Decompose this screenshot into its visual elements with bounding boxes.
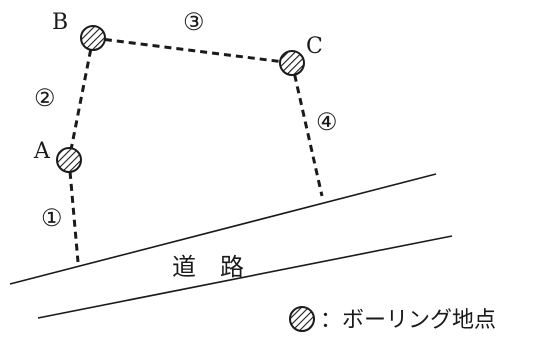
segment-4-line <box>290 62 324 197</box>
segment-3-line <box>92 36 293 65</box>
hatched-circle-icon <box>289 306 315 332</box>
point-label-c: C <box>306 34 323 59</box>
segment-1-line <box>67 159 80 263</box>
segment-label-2: ② <box>34 84 56 112</box>
boring-point-a <box>56 147 82 173</box>
legend: ：ボーリング地点 <box>289 306 496 333</box>
segment-2-line <box>67 37 95 161</box>
road-label: 道 路 <box>172 253 244 281</box>
point-label-b: B <box>52 10 68 35</box>
boring-point-b <box>80 25 106 51</box>
road-edge-lower <box>37 235 453 319</box>
legend-text: ：ボーリング地点 <box>320 308 496 333</box>
point-label-a: A <box>33 139 51 164</box>
segment-label-1: ① <box>41 204 63 232</box>
segment-label-3: ③ <box>183 8 205 36</box>
segment-label-4: ④ <box>316 108 338 136</box>
boring-point-c <box>279 50 305 76</box>
road-edge-upper <box>9 173 437 285</box>
